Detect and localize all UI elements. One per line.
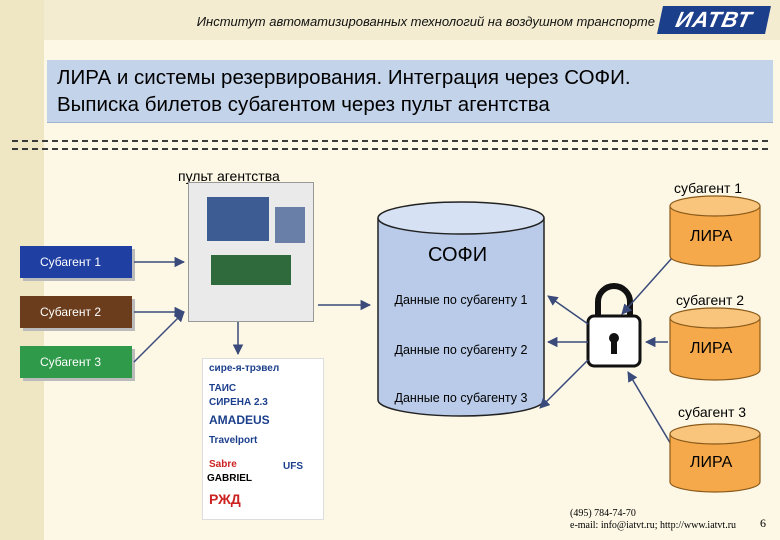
arrow-sub3-console — [133, 311, 185, 363]
institute-name: Институт автоматизированных технологий н… — [196, 14, 655, 29]
sofi-row-1: Данные по субагенту 1 — [394, 293, 528, 307]
lira-2-name: ЛИРА — [690, 340, 733, 357]
lira-2-caption: субагент 2 — [676, 292, 745, 308]
lock-icon — [586, 283, 642, 368]
title-line-1: ЛИРА и системы резервирования. Интеграци… — [57, 66, 631, 89]
subagent-3-box: Субагент 3 — [20, 346, 132, 378]
divider — [12, 140, 768, 150]
brand-sabre: Sabre — [209, 459, 237, 470]
slide-title: ЛИРА и системы резервирования. Интеграци… — [47, 60, 773, 123]
lira-1-caption: субагент 1 — [674, 180, 743, 196]
sofi-title: СОФИ — [428, 244, 488, 266]
console-image — [188, 182, 314, 322]
brand-sirena: СИРЕНА 2.3 — [209, 397, 268, 408]
gds-brands-collage: сире-я-трэвел ТАИС СИРЕНА 2.3 AMADEUS Tr… — [202, 358, 324, 520]
lira-cylinder-1 — [669, 195, 761, 267]
brand-sirena-travel: сире-я-трэвел — [209, 363, 280, 374]
arrow-lira3-lock — [627, 371, 673, 447]
lira-1-name: ЛИРА — [690, 228, 733, 245]
brand-travelport: Travelport — [209, 435, 258, 446]
arrow-lock-sofi-3 — [539, 359, 589, 409]
arrow-lira1-lock — [621, 257, 673, 315]
lira-3-name: ЛИРА — [690, 454, 733, 471]
arrow-lock-sofi-1 — [547, 295, 589, 325]
lira-cylinder-3 — [669, 423, 761, 493]
subagent-2-box: Субагент 2 — [20, 296, 132, 328]
sofi-row-3: Данные по субагенту 3 — [394, 391, 528, 405]
brand-amadeus: AMADEUS — [209, 413, 270, 427]
brand-rzd: РЖД — [209, 491, 241, 507]
title-line-2: Выписка билетов субагентом через пульт а… — [57, 93, 550, 116]
brand-tais: ТАИС — [209, 383, 237, 394]
footer-phone: (495) 784-74-70 — [570, 508, 636, 519]
sofi-database — [377, 201, 545, 417]
brand-gabriel: GABRIEL — [207, 473, 252, 484]
footer-email-url: e-mail: info@iatvt.ru; http://www.iatvt.… — [570, 520, 737, 531]
sofi-row-2: Данные по субагенту 2 — [394, 343, 528, 357]
footer-contacts: (495) 784-74-70 e-mail: info@iatvt.ru; h… — [570, 508, 736, 532]
lira-cylinder-2 — [669, 307, 761, 381]
console-label: пульт агентства — [178, 168, 280, 184]
brand-ufs: UFS — [283, 461, 303, 472]
page-number: 6 — [760, 516, 766, 530]
subagent-1-box: Субагент 1 — [20, 246, 132, 278]
lira-3-caption: субагент 3 — [678, 404, 747, 420]
